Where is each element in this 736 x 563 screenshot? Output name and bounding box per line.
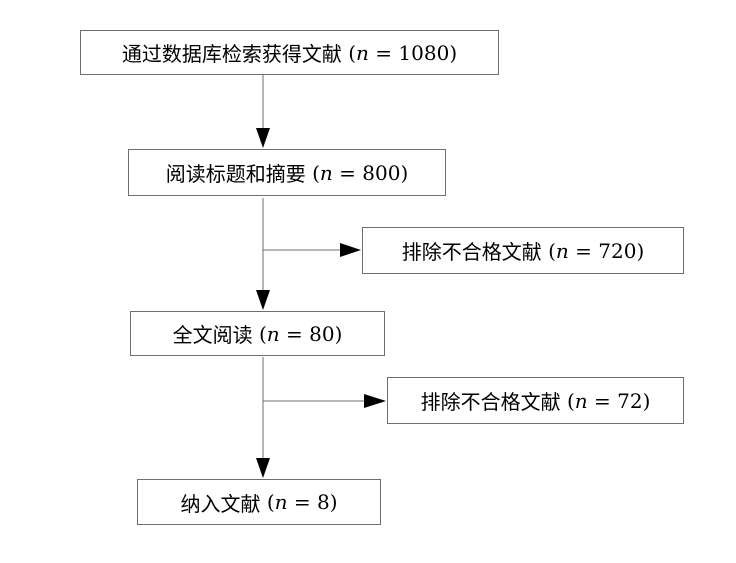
- arrowhead-right: [364, 394, 386, 408]
- exclusion-count: 720: [598, 238, 637, 263]
- step-count: 8: [317, 490, 330, 514]
- step-label: 阅读标题和摘要: [165, 162, 306, 186]
- step-box-database-search: 通过数据库检索获得文献 (n = 1080): [80, 30, 499, 75]
- step-count: 80: [309, 321, 335, 346]
- count-variable: n: [319, 160, 333, 185]
- step-label: 通过数据库检索获得文献: [121, 42, 342, 66]
- exclusion-box-first: 排除不合格文献 (n = 720): [362, 227, 684, 274]
- count-variable: n: [266, 321, 280, 346]
- count-variable: n: [574, 388, 588, 413]
- arrowhead-down: [256, 290, 270, 310]
- step-count: 1080: [398, 40, 450, 65]
- step-label: 全文阅读: [172, 323, 253, 347]
- arrowhead-down: [256, 128, 270, 148]
- count-variable: n: [356, 40, 369, 65]
- exclusion-count: 72: [617, 388, 643, 413]
- arrowhead-down: [256, 458, 270, 478]
- step-box-full-text: 全文阅读 (n = 80): [130, 311, 385, 356]
- exclusion-label: 排除不合格文献: [401, 240, 542, 264]
- exclusion-box-second: 排除不合格文献 (n = 72): [387, 377, 684, 424]
- count-variable: n: [555, 238, 569, 263]
- step-box-included: 纳入文献 (n = 8): [137, 479, 381, 525]
- exclusion-label: 排除不合格文献: [420, 390, 561, 414]
- arrowhead-right: [340, 243, 361, 257]
- step-count: 800: [362, 160, 401, 185]
- step-box-title-abstract: 阅读标题和摘要 (n = 800): [128, 149, 446, 196]
- step-label: 纳入文献: [180, 491, 261, 516]
- count-variable: n: [274, 490, 288, 514]
